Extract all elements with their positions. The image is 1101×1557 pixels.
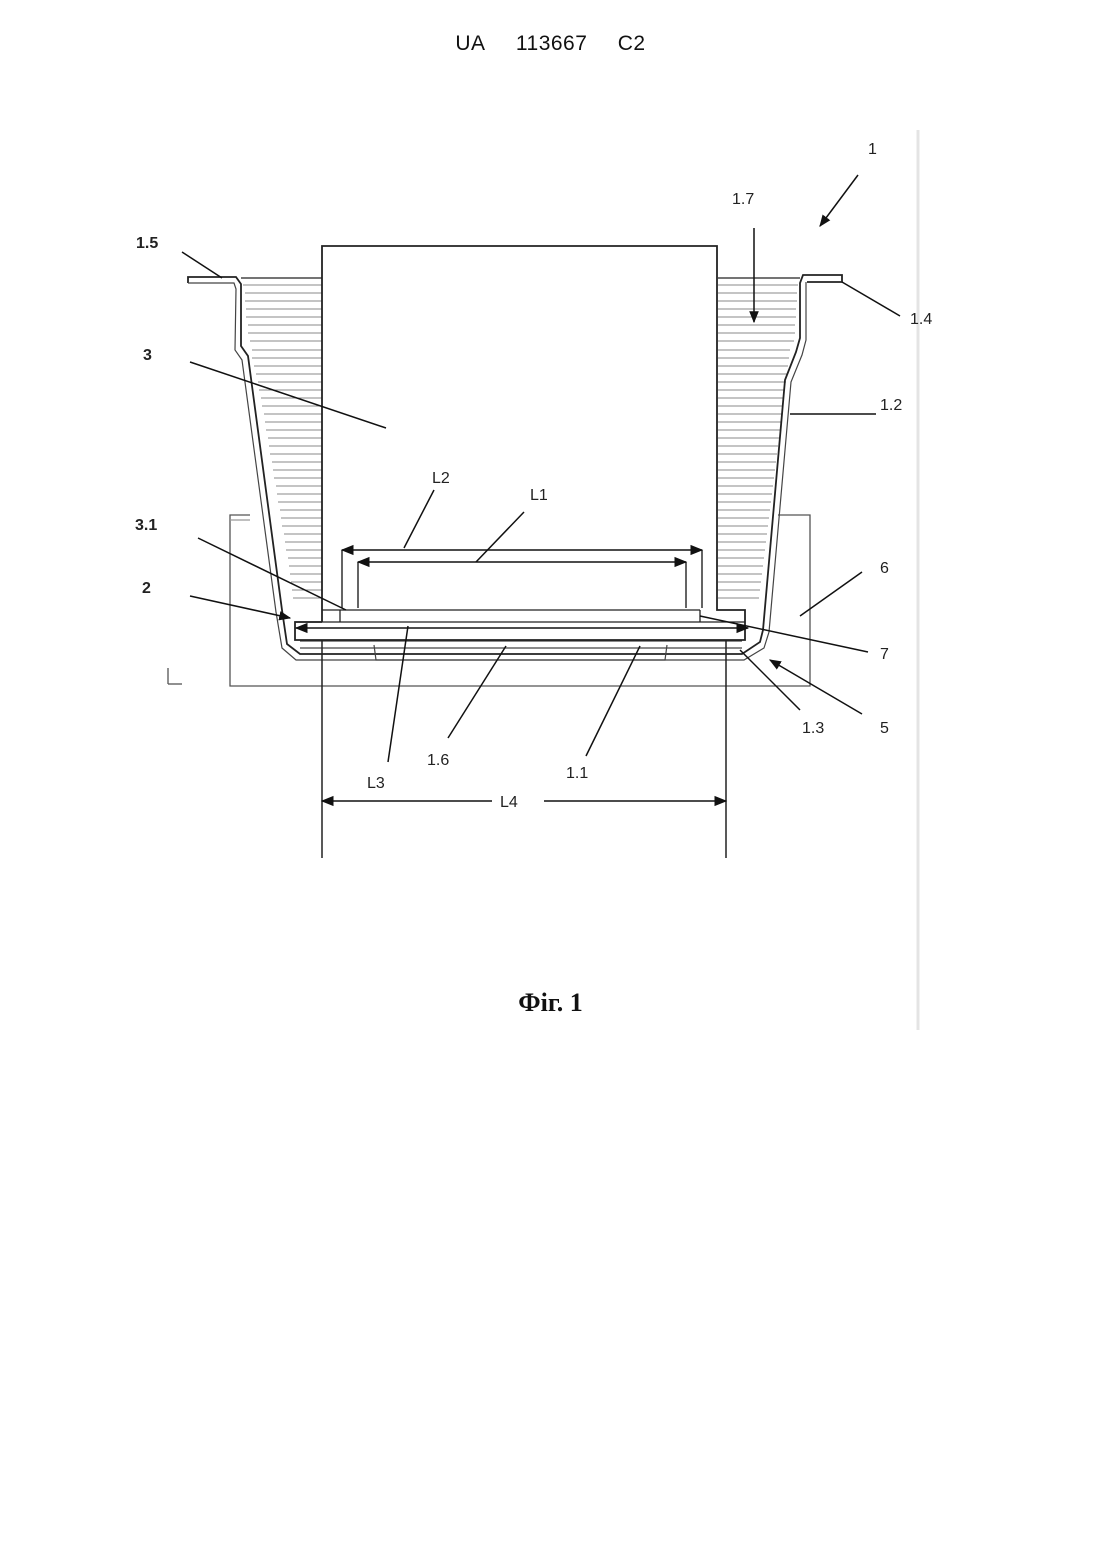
label-1-5: 1.5	[136, 235, 158, 252]
label-1-2: 1.2	[880, 397, 902, 414]
label-L4: L4	[500, 794, 518, 811]
label-2: 2	[142, 580, 151, 597]
label-1: 1	[868, 141, 877, 158]
label-L2: L2	[432, 470, 450, 487]
label-1-1: 1.1	[566, 765, 588, 782]
bottom-membrane	[300, 641, 742, 660]
piston-3	[295, 246, 745, 858]
label-3: 3	[143, 347, 152, 364]
label-6: 6	[880, 560, 889, 577]
label-5: 5	[880, 720, 889, 737]
label-1-6: 1.6	[427, 752, 449, 769]
label-3-1: 3.1	[135, 517, 157, 534]
label-1-4: 1.4	[910, 311, 932, 328]
figure-caption: Фіг. 1	[0, 988, 1101, 1018]
label-1-7: 1.7	[732, 191, 754, 208]
label-L3: L3	[367, 775, 385, 792]
label-L1: L1	[530, 487, 548, 504]
label-7: 7	[880, 646, 889, 663]
label-1-3: 1.3	[802, 720, 824, 737]
